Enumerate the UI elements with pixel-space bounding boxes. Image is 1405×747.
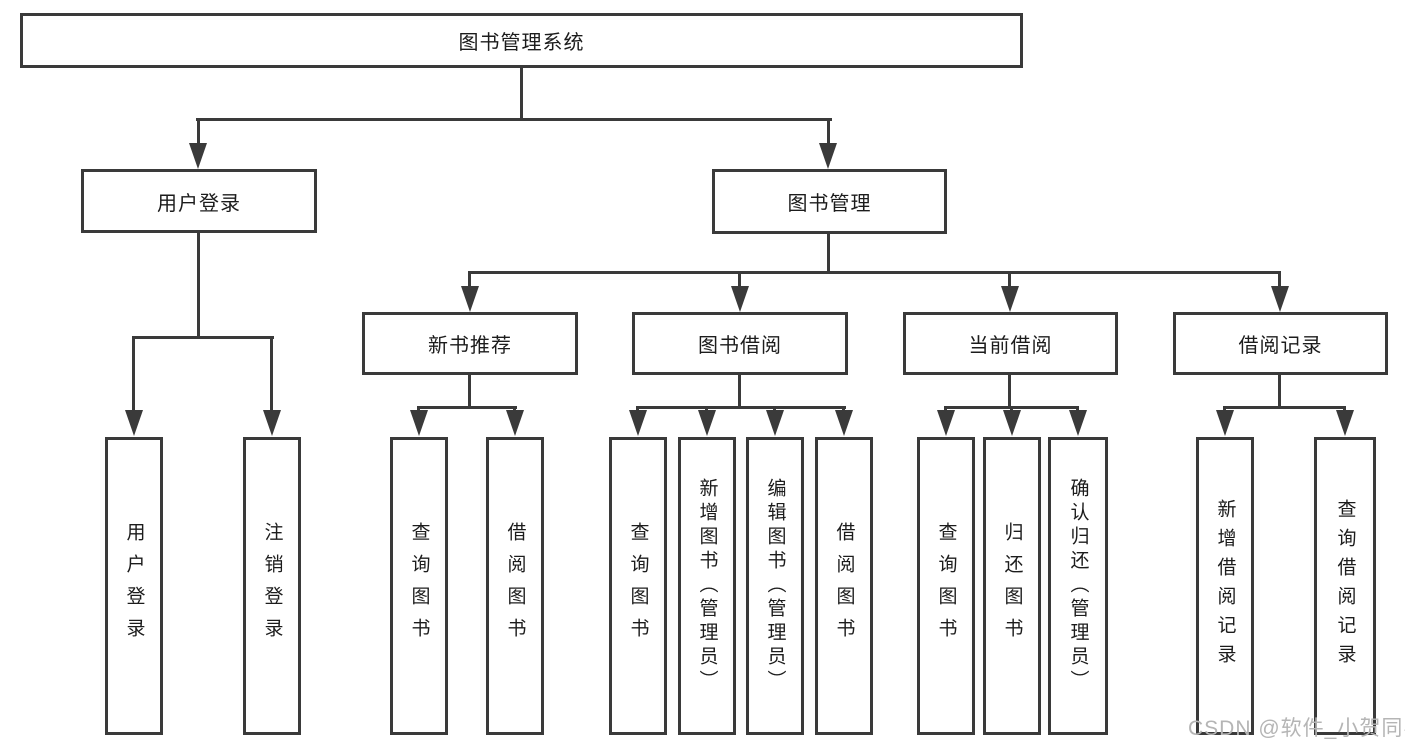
leaf-edit-books-admin: 编辑图书（管理员）: [746, 437, 804, 735]
connector-line: [132, 336, 274, 339]
arrow-down-icon: [819, 143, 837, 169]
node-label: 新增图书（管理员）: [696, 478, 718, 694]
node-label: 新书推荐: [428, 335, 512, 357]
node-label: 图书借阅: [698, 335, 782, 357]
node-current-borrow: 当前借阅: [903, 312, 1118, 375]
leaf-query-borrow-record: 查询借阅记录: [1314, 437, 1376, 735]
node-label: 查询借阅记录: [1334, 499, 1356, 673]
arrow-down-icon: [937, 410, 955, 436]
node-new-book-recommend: 新书推荐: [362, 312, 578, 375]
arrow-down-icon: [1001, 286, 1019, 312]
arrow-down-icon: [461, 286, 479, 312]
leaf-return-books: 归还图书: [983, 437, 1041, 735]
node-label: 查询图书: [408, 522, 430, 650]
connector-line: [738, 271, 741, 288]
connector-line: [270, 336, 273, 412]
connector-line: [197, 118, 200, 146]
node-label: 借阅图书: [504, 522, 526, 650]
connector-line: [468, 271, 471, 288]
arrow-down-icon: [835, 410, 853, 436]
node-label: 当前借阅: [968, 335, 1053, 357]
connector-line: [196, 118, 832, 121]
leaf-borrow-books: 借阅图书: [815, 437, 873, 735]
connector-line: [1008, 375, 1011, 408]
arrow-down-icon: [1216, 410, 1234, 436]
arrow-down-icon: [629, 410, 647, 436]
connector-line: [468, 271, 1281, 274]
arrow-down-icon: [1003, 410, 1021, 436]
node-label: 用户登录: [157, 192, 241, 215]
node-label: 用户登录: [123, 522, 145, 650]
node-borrow-record: 借阅记录: [1173, 312, 1388, 375]
connector-line: [417, 406, 517, 409]
leaf-add-borrow-record: 新增借阅记录: [1196, 437, 1254, 735]
node-label: 图书管理系统: [458, 32, 585, 54]
connector-line: [827, 118, 830, 146]
arrow-down-icon: [506, 410, 524, 436]
csdn-watermark: CSDN @软件_小贺同学: [1188, 717, 1405, 740]
arrow-down-icon: [698, 410, 716, 436]
connector-line: [738, 375, 741, 408]
node-label: 归还图书: [1001, 522, 1023, 650]
node-label: 借阅图书: [833, 522, 855, 650]
node-book-borrow: 图书借阅: [632, 312, 848, 375]
arrow-down-icon: [1069, 410, 1087, 436]
node-label: 注销登录: [261, 522, 283, 650]
connector-line: [1278, 271, 1281, 288]
leaf-logout: 注销登录: [243, 437, 301, 735]
node-user-login: 用户登录: [81, 169, 317, 233]
node-label: 查询图书: [935, 522, 957, 650]
node-label: 图书管理: [787, 193, 872, 215]
node-label: 借阅记录: [1238, 335, 1323, 357]
leaf-borrow-books: 借阅图书: [486, 437, 544, 735]
arrow-down-icon: [263, 410, 281, 436]
connector-line: [132, 336, 135, 412]
leaf-query-books: 查询图书: [917, 437, 975, 735]
arrow-down-icon: [1336, 410, 1354, 436]
connector-line: [1008, 271, 1011, 288]
leaf-query-books: 查询图书: [390, 437, 448, 735]
node-book-management: 图书管理: [712, 169, 947, 234]
node-label: 确认归还（管理员）: [1067, 478, 1089, 694]
leaf-add-books-admin: 新增图书（管理员）: [678, 437, 736, 735]
arrow-down-icon: [125, 410, 143, 436]
connector-line: [197, 233, 200, 339]
arrow-down-icon: [189, 143, 207, 169]
arrow-down-icon: [410, 410, 428, 436]
node-label: 编辑图书（管理员）: [764, 478, 786, 694]
connector-line: [520, 68, 523, 120]
connector-line: [468, 375, 471, 408]
connector-line: [1223, 406, 1346, 409]
leaf-query-books: 查询图书: [609, 437, 667, 735]
arrow-down-icon: [766, 410, 784, 436]
node-library-system: 图书管理系统: [20, 13, 1023, 68]
connector-line: [827, 234, 830, 274]
connector-line: [636, 406, 846, 409]
node-label: 新增借阅记录: [1214, 499, 1236, 673]
leaf-confirm-return-admin: 确认归还（管理员）: [1048, 437, 1108, 735]
connector-line: [1278, 375, 1281, 408]
arrow-down-icon: [731, 286, 749, 312]
node-label: 查询图书: [627, 522, 649, 650]
leaf-user-login: 用户登录: [105, 437, 163, 735]
arrow-down-icon: [1271, 286, 1289, 312]
